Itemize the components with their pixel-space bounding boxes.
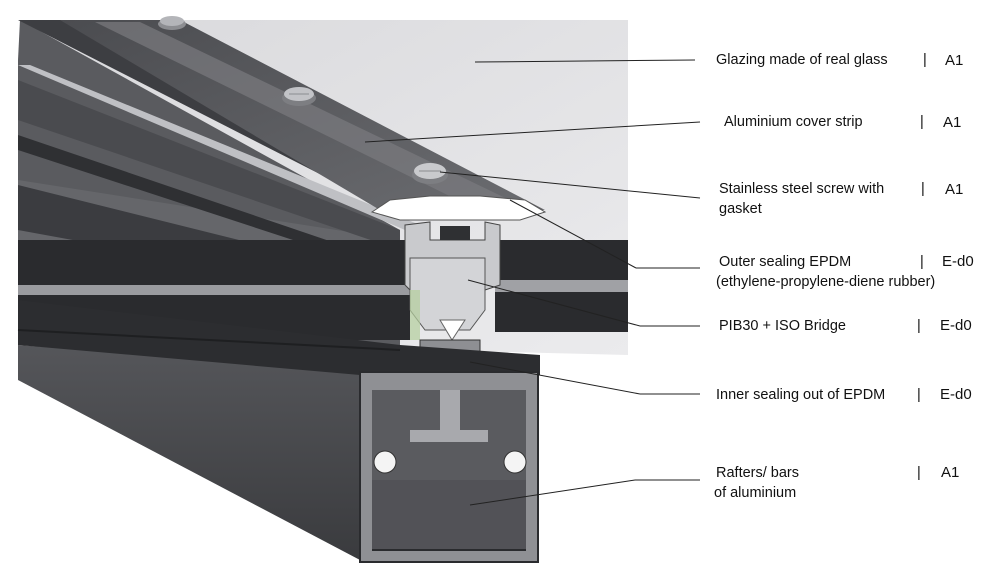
callout-rafter-separator: | <box>917 465 921 481</box>
callout-glazing-label: Glazing made of real glass <box>716 52 888 68</box>
callout-pib30-separator: | <box>917 318 921 334</box>
glass-unit-right-upper <box>495 240 628 280</box>
callout-screw-class: A1 <box>945 181 964 198</box>
callout-outer-sealing-label-line1: Outer sealing EPDM <box>719 254 852 270</box>
leader-outer-sealing <box>509 199 637 269</box>
leader-lines <box>364 59 701 506</box>
callout-rafter-label-line1: Rafters/ bars <box>716 465 799 481</box>
callout-cover-strip-label: Aluminium cover strip <box>724 114 863 130</box>
callout-cover-strip-class: A1 <box>943 114 962 131</box>
pib30-iso-bridge <box>409 257 486 331</box>
rafter-side-face <box>18 345 360 560</box>
callout-inner-sealing-label: Inner sealing out of EPDM <box>716 387 886 403</box>
callout-rafter-class: A1 <box>941 464 960 481</box>
cover-strip-section <box>370 195 547 221</box>
callout-rafter-label-line2: of aluminium <box>714 485 797 501</box>
callout-glazing-class: A1 <box>945 52 964 69</box>
leader-rafter <box>469 479 636 506</box>
callout-cover-strip-separator: | <box>920 114 924 130</box>
callout-screw-separator: | <box>921 181 925 197</box>
glass-unit-right-lower <box>495 292 628 332</box>
callout-pib30-class: E-d0 <box>940 317 972 334</box>
leader-inner-sealing <box>469 361 641 395</box>
callout-pib30-label: PIB30 + ISO Bridge <box>719 318 846 334</box>
callout-outer-sealing-label-line2: (ethylene-propylene-diene rubber) <box>716 274 936 290</box>
leader-cover-strip <box>364 121 701 143</box>
screw-front <box>412 163 448 184</box>
leader-glazing <box>474 59 696 63</box>
callout-screw-label-line1: Stainless steel screw with <box>719 181 885 197</box>
glass-unit-left-upper <box>18 240 410 285</box>
callout-inner-sealing-separator: | <box>917 387 921 403</box>
leader-screw <box>439 171 701 199</box>
callout-outer-sealing-class: E-d0 <box>942 253 974 270</box>
callout-glazing-separator: | <box>923 52 927 68</box>
callout-inner-sealing-class: E-d0 <box>940 386 972 403</box>
rafter-profile-section <box>359 371 539 563</box>
leader-pib30 <box>467 279 641 327</box>
callout-outer-sealing-separator: | <box>920 254 924 270</box>
screw-top <box>158 16 186 30</box>
screw-middle <box>282 87 316 106</box>
callout-screw-label-line2: gasket <box>719 201 762 217</box>
